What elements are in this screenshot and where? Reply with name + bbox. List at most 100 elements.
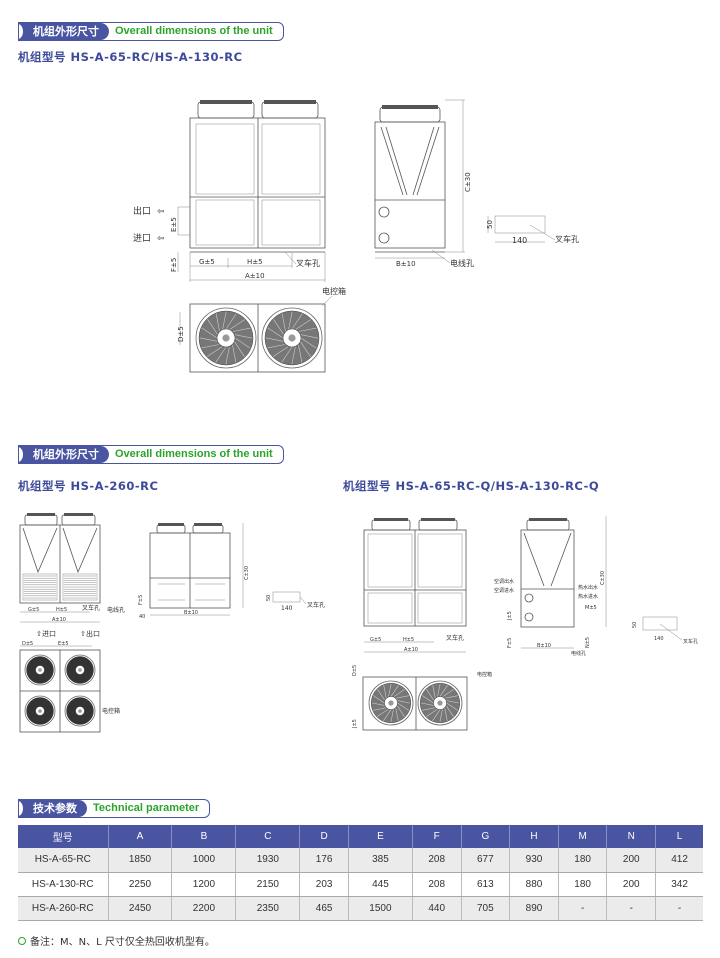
column-header: E	[348, 825, 413, 848]
outlet-marker: ⇧	[80, 630, 86, 638]
front-view-3: G±5 H±5 A±10 叉车孔	[363, 518, 467, 653]
dim-g-label: G±5	[28, 607, 39, 613]
dim-h-label: H±5	[403, 637, 414, 643]
outlet-label: 出口	[133, 205, 151, 217]
column-header: B	[171, 825, 237, 848]
inlet-label: 进口	[133, 233, 151, 244]
dimension-drawings: 出口 ⇦ 进口 ⇦ E±5 F±5 G±5 H±5 A±10 叉车孔 C±30 …	[19, 99, 698, 733]
value-cell: 2350	[235, 896, 301, 921]
dim-f-label: F±5	[170, 258, 178, 272]
dim-d-label: D±5	[177, 326, 185, 342]
value-cell: 385	[348, 848, 413, 873]
value-cell: 1500	[348, 896, 413, 921]
outlet-label: 出口	[86, 629, 100, 638]
value-cell: 1850	[108, 848, 173, 873]
value-cell: 180	[558, 848, 608, 873]
dim-j-label: J±5	[352, 719, 358, 729]
dim-c-label: C±30	[464, 172, 472, 192]
dim-e-label: E±5	[58, 641, 69, 647]
value-cell: 465	[299, 896, 349, 921]
section-header-dimensions-1: 机组外形尺寸 Overall dimensions of the unit	[18, 22, 284, 41]
value-cell: 1930	[235, 848, 301, 873]
dim-f-label: F±5	[507, 638, 513, 648]
dim-50-label: 50	[266, 595, 272, 601]
value-cell: 445	[348, 872, 413, 897]
dim-b-label: B±10	[396, 260, 416, 268]
fork-hole-label: 叉车孔	[446, 634, 464, 642]
inlet-label: 进口	[42, 630, 56, 638]
footnote-text: 备注：M、N、L 尺寸仅全热回收机型有。	[30, 937, 215, 948]
column-header: A	[108, 825, 173, 848]
section-header-technical: 技术参数 Technical parameter	[18, 799, 211, 818]
arrow-left-icon: ⇦	[157, 207, 165, 217]
value-cell: 2250	[108, 872, 173, 897]
ac-outlet-label: 空调出水	[494, 578, 514, 585]
value-cell: -	[606, 896, 657, 921]
cable-hole-label: 电线孔	[450, 258, 474, 268]
dim-m-label: M±5	[585, 605, 597, 611]
fan-icon	[261, 307, 323, 369]
model-cell: HS-A-65-RC	[18, 848, 109, 873]
inlet-marker: ⇧	[36, 630, 42, 638]
column-header: H	[509, 825, 559, 848]
fan-icon	[24, 654, 56, 686]
value-cell: 2200	[171, 896, 237, 921]
footnote: 备注：M、N、L 尺寸仅全热回收机型有。	[18, 933, 215, 948]
column-header: C	[235, 825, 301, 848]
value-cell: -	[558, 896, 608, 921]
value-cell: 200	[606, 848, 657, 873]
value-cell: 677	[461, 848, 511, 873]
dim-e-label: E±5	[170, 217, 178, 232]
front-view-2: G±5 H±5 A±10 叉车孔 电线孔	[19, 513, 125, 623]
value-cell: 412	[655, 848, 703, 873]
dim-a-label: A±10	[404, 647, 418, 653]
section-title-zh: 机组外形尺寸	[18, 446, 109, 463]
hot-water-outlet-label: 热水出水	[578, 584, 598, 591]
dim-b-label: B±10	[537, 643, 551, 649]
control-box-label: 电控箱	[102, 707, 120, 715]
value-cell: 705	[461, 896, 511, 921]
dim-40-label: 40	[139, 614, 145, 620]
value-cell: 176	[299, 848, 349, 873]
fan-icon	[64, 695, 96, 727]
model-title-2: 机组型号 HS-A-260-RC	[18, 479, 159, 493]
louver-grille	[64, 575, 96, 599]
model-title-3: 机组型号 HS-A-65-RC-Q/HS-A-130-RC-Q	[343, 479, 600, 493]
section-title-en: Overall dimensions of the unit	[115, 25, 273, 37]
section-title-zh: 技术参数	[19, 800, 87, 817]
dim-f-label: F±5	[138, 595, 144, 605]
dim-g-label: G±5	[370, 637, 381, 643]
section-title-zh: 机组外形尺寸	[18, 23, 109, 40]
model-cell: HS-A-130-RC	[18, 872, 109, 897]
value-cell: -	[655, 896, 703, 921]
section-title-en: Overall dimensions of the unit	[115, 448, 273, 460]
value-cell: 342	[655, 872, 703, 897]
dim-b-label: B±10	[184, 610, 198, 616]
dim-a-label: A±10	[245, 272, 265, 280]
value-cell: 2450	[108, 896, 173, 921]
value-cell: 880	[509, 872, 559, 897]
value-cell: 613	[461, 872, 511, 897]
column-header: G	[461, 825, 511, 848]
dim-h-label: H±5	[247, 258, 263, 266]
value-cell: 440	[412, 896, 462, 921]
dim-140-label: 140	[512, 236, 527, 245]
top-view-1: D±5 电控箱	[177, 286, 346, 373]
fork-hole-label: 叉车孔	[82, 604, 100, 612]
value-cell: 203	[299, 872, 349, 897]
value-cell: 1200	[171, 872, 237, 897]
dim-c-label: C±30	[600, 571, 606, 585]
value-cell: 208	[412, 872, 462, 897]
dim-n-label: N±5	[585, 637, 591, 648]
fork-hole-detail-1: 50 140 叉车孔	[486, 215, 579, 245]
fan-icon	[417, 680, 463, 726]
value-cell: 208	[412, 848, 462, 873]
cable-hole-label: 电线孔	[107, 606, 125, 614]
fork-hole-label: 叉车孔	[683, 638, 698, 645]
dim-a-label: A±10	[52, 617, 66, 623]
dim-c-label: C±30	[244, 566, 250, 580]
value-cell: 200	[606, 872, 657, 897]
cable-hole-label: 电线孔	[571, 650, 586, 657]
